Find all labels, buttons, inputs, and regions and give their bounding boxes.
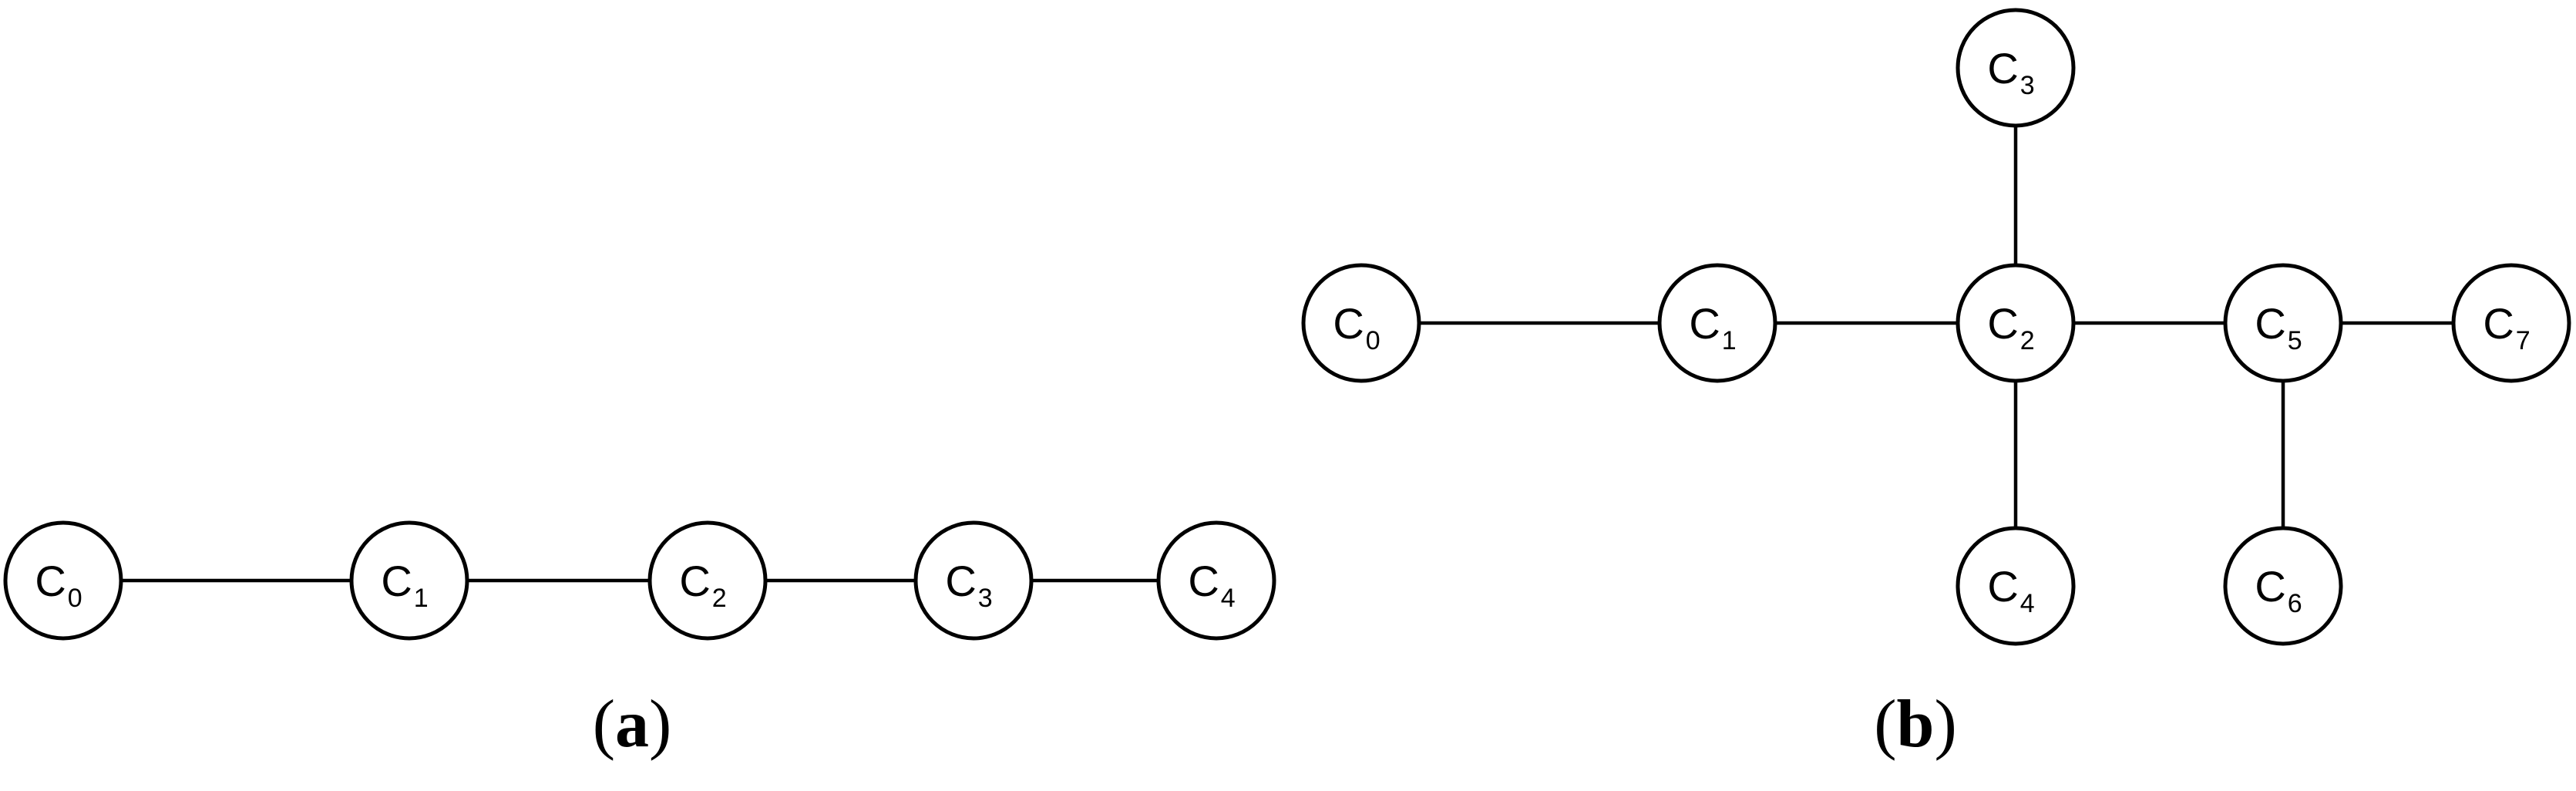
caption-open-paren: ( [1874,687,1896,762]
node-a2: C2 [647,520,768,641]
node-subscript: 7 [2516,326,2531,355]
node-circle [913,520,1034,641]
node-letter: C [1987,44,2018,93]
node-letter: C [1689,299,1720,348]
node-circle [1956,526,2076,646]
caption-open-paren: ( [593,687,615,762]
node-letter: C [2255,299,2285,348]
node-label: C0 [35,557,82,613]
node-subscript: 1 [414,584,429,613]
node-b2: C2 [1956,263,2076,383]
node-letter: C [679,557,710,605]
node-label: C6 [2255,562,2302,618]
node-label: C1 [381,557,428,613]
node-label: C4 [1987,562,2034,618]
node-b5: C5 [2223,263,2343,383]
node-circle [1956,263,2076,383]
node-label: C7 [2483,299,2530,355]
node-subscript: 1 [1722,326,1737,355]
node-subscript: 3 [978,584,993,613]
node-label: C0 [1333,299,1380,355]
node-circle [1156,520,1276,641]
node-label: C5 [2255,299,2302,355]
node-letter: C [1188,557,1219,605]
node-label: C2 [1987,299,2034,355]
node-b1: C1 [1657,263,1777,383]
node-label: C1 [1689,299,1736,355]
node-circle [1301,263,1421,383]
node-label: C4 [1188,557,1235,613]
node-b3: C3 [1956,8,2076,128]
node-b0: C0 [1301,263,1421,383]
node-b6: C6 [2223,526,2343,646]
node-b7: C7 [2451,263,2571,383]
node-subscript: 3 [2020,71,2035,100]
node-subscript: 4 [2020,589,2035,618]
node-letter: C [945,557,976,605]
node-circle [349,520,469,641]
caption-a: (a) [593,687,672,762]
captions-layer: (a)(b) [593,687,1957,762]
node-a0: C0 [3,520,123,641]
node-letter: C [35,557,66,605]
node-circle [2451,263,2571,383]
node-circle [2223,526,2343,646]
caption-letter: b [1897,687,1935,762]
node-a4: C4 [1156,520,1276,641]
node-circle [647,520,768,641]
node-a3: C3 [913,520,1034,641]
node-subscript: 0 [68,584,82,613]
node-letter: C [1987,562,2018,611]
node-subscript: 2 [2020,326,2035,355]
node-label: C3 [1987,44,2034,100]
node-subscript: 5 [2288,326,2302,355]
node-letter: C [381,557,412,605]
node-label: C3 [945,557,992,613]
node-subscript: 4 [1221,584,1236,613]
node-label: C2 [679,557,726,613]
edges-layer [63,68,2511,586]
node-circle [1657,263,1777,383]
node-subscript: 2 [712,584,727,613]
node-circle [3,520,123,641]
caption-close-paren: ) [649,687,671,762]
caption-letter: a [615,687,649,762]
node-a1: C1 [349,520,469,641]
node-letter: C [2483,299,2514,348]
node-circle [1956,8,2076,128]
node-letter: C [1333,299,1364,348]
caption-b: (b) [1874,687,1957,762]
node-circle [2223,263,2343,383]
caption-close-paren: ) [1934,687,1956,762]
node-letter: C [1987,299,2018,348]
node-subscript: 0 [1366,326,1380,355]
node-letter: C [2255,562,2285,611]
node-b4: C4 [1956,526,2076,646]
node-subscript: 6 [2288,589,2302,618]
